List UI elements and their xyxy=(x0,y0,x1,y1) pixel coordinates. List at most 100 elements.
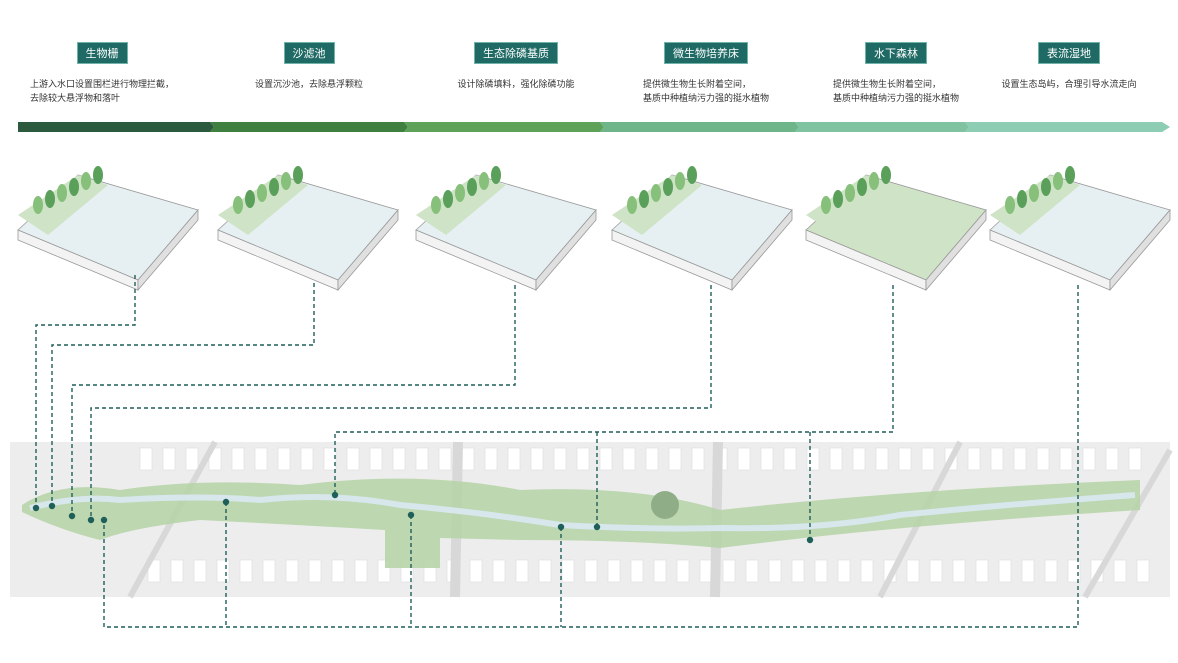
building xyxy=(676,559,690,583)
building xyxy=(898,447,912,471)
building xyxy=(461,447,475,471)
building xyxy=(162,447,176,471)
building xyxy=(737,447,751,471)
building xyxy=(239,559,253,583)
building xyxy=(860,559,874,583)
location-dot xyxy=(593,523,601,531)
building xyxy=(806,447,820,471)
stage-desc: 设计除磷填料，强化除磷功能 xyxy=(457,80,575,90)
river xyxy=(29,492,1136,532)
process-block-2 xyxy=(217,166,399,292)
building xyxy=(837,559,851,583)
stage-desc: 设置沉沙池，去除悬浮颗粒 xyxy=(254,80,363,90)
flow-arrow-bar xyxy=(18,122,1170,132)
building xyxy=(1013,447,1027,471)
building xyxy=(1059,447,1073,471)
building xyxy=(285,559,299,583)
building xyxy=(507,447,521,471)
stage-surface-wetland: 表流湿地 设置生态岛屿，合理引导水流走向 xyxy=(969,0,1169,92)
building xyxy=(768,559,782,583)
building xyxy=(576,447,590,471)
stage-bio-fence: 生物栅 上游入水口设置围栏进行物理拦截，去除较大悬浮物和落叶 xyxy=(2,0,202,106)
stage-title: 微生物培养床 xyxy=(664,42,748,64)
building xyxy=(139,447,153,471)
building xyxy=(952,559,966,583)
building xyxy=(929,559,943,583)
isometric-blocks xyxy=(17,166,1171,292)
location-dot xyxy=(68,512,76,520)
stage-title: 沙滤池 xyxy=(283,42,335,64)
building xyxy=(254,447,268,471)
location-dot xyxy=(87,516,95,524)
building xyxy=(369,447,383,471)
building xyxy=(745,559,759,583)
building xyxy=(515,559,529,583)
building xyxy=(829,447,843,471)
stage-desc: 提供微生物生长附着空间，基质中种植纳污力强的挺水植物 xyxy=(642,80,769,104)
building xyxy=(308,559,322,583)
building xyxy=(691,447,705,471)
building xyxy=(185,447,199,471)
stage-desc: 提供微生物生长附着空间，基质中种植纳污力强的挺水植物 xyxy=(832,80,959,104)
building xyxy=(622,447,636,471)
building xyxy=(469,559,483,583)
stage-underwater-forest: 水下森林 提供微生物生长附着空间，基质中种植纳污力强的挺水植物 xyxy=(796,0,996,106)
building xyxy=(323,447,337,471)
building xyxy=(300,447,314,471)
building xyxy=(538,559,552,583)
stage-desc: 设置生态岛屿，合理引导水流走向 xyxy=(1001,80,1137,90)
building xyxy=(998,559,1012,583)
building xyxy=(1036,447,1050,471)
building xyxy=(561,559,575,583)
building xyxy=(1136,559,1150,583)
building xyxy=(1113,559,1127,583)
location-dot xyxy=(100,516,108,524)
location-dot xyxy=(557,523,565,531)
building xyxy=(852,447,866,471)
stage-title: 表流湿地 xyxy=(1038,42,1100,64)
building xyxy=(354,559,368,583)
building xyxy=(722,559,736,583)
building xyxy=(990,447,1004,471)
building xyxy=(1044,559,1058,583)
building xyxy=(1067,559,1081,583)
building xyxy=(668,447,682,471)
location-dot xyxy=(222,498,230,506)
building xyxy=(760,447,774,471)
stage-microbe-bed: 微生物培养床 提供微生物生长附着空间，基质中种植纳污力强的挺水植物 xyxy=(606,0,806,106)
building xyxy=(484,447,498,471)
building xyxy=(875,447,889,471)
process-block-5 xyxy=(805,166,987,292)
building xyxy=(967,447,981,471)
building xyxy=(791,559,805,583)
building xyxy=(1128,447,1142,471)
location-dot xyxy=(32,504,40,512)
building xyxy=(975,559,989,583)
building xyxy=(277,447,291,471)
location-dot xyxy=(407,511,415,519)
building xyxy=(346,447,360,471)
building xyxy=(783,447,797,471)
building xyxy=(607,559,621,583)
building xyxy=(584,559,598,583)
building xyxy=(147,559,161,583)
process-block-4 xyxy=(611,166,793,292)
building xyxy=(438,447,452,471)
building xyxy=(492,559,506,583)
building xyxy=(699,559,713,583)
building xyxy=(193,559,207,583)
building xyxy=(653,559,667,583)
building xyxy=(530,447,544,471)
location-markers xyxy=(32,491,814,544)
location-dot xyxy=(48,502,56,510)
building xyxy=(630,559,644,583)
process-block-3 xyxy=(415,166,597,292)
building xyxy=(170,559,184,583)
building xyxy=(906,559,920,583)
building xyxy=(262,559,276,583)
location-dot xyxy=(806,536,814,544)
building xyxy=(814,559,828,583)
site-plan xyxy=(10,440,1173,599)
location-dot xyxy=(331,491,339,499)
